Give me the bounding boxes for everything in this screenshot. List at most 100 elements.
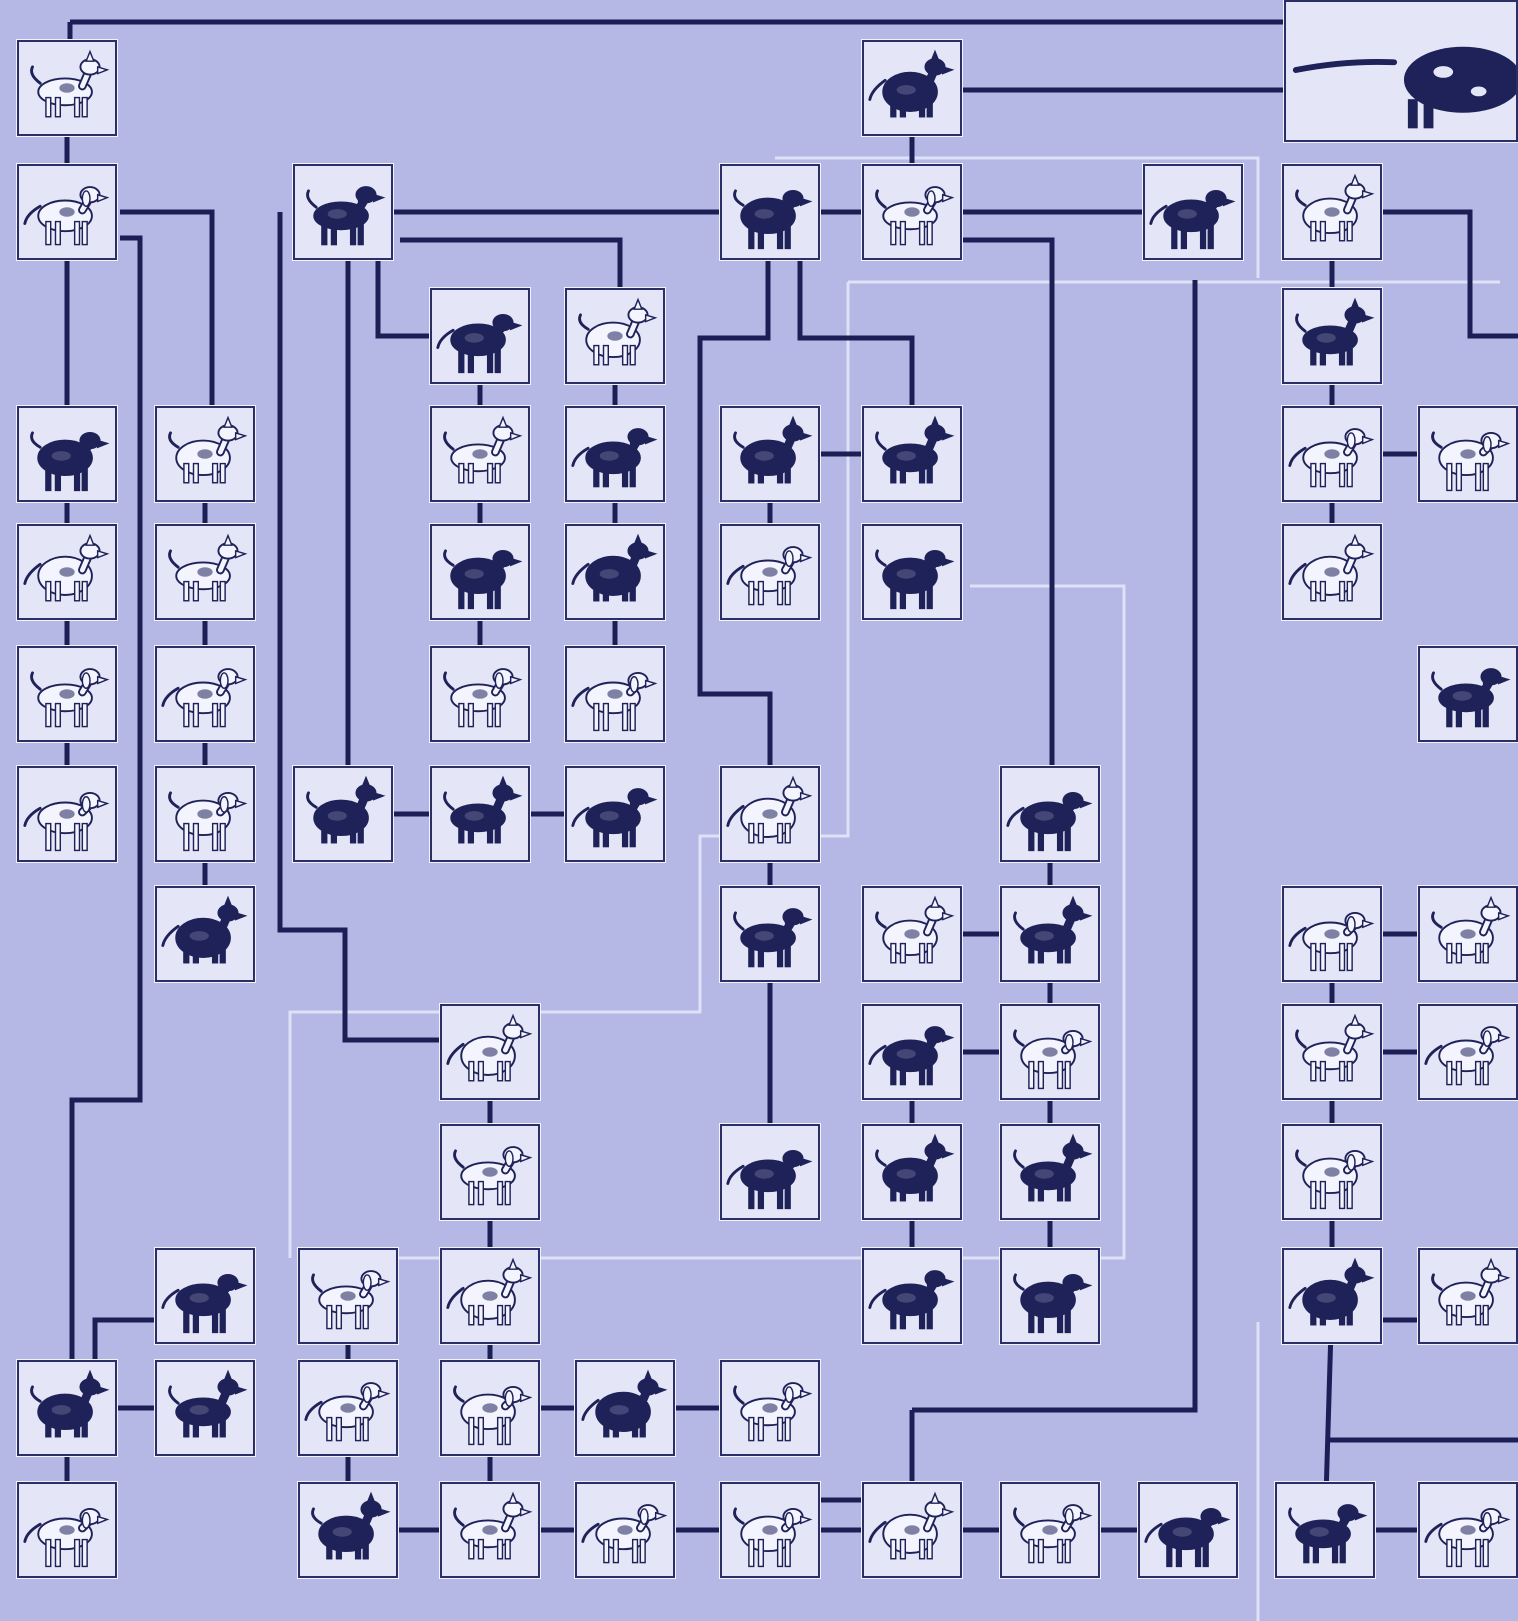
ancestor-animal-icon bbox=[1286, 2, 1516, 140]
breed-card bbox=[16, 163, 118, 261]
breed-card bbox=[16, 765, 118, 863]
pointer-dog-icon bbox=[157, 526, 253, 618]
pinscher-dog-icon bbox=[577, 1362, 673, 1454]
breed-card bbox=[154, 523, 256, 621]
setter-dog-icon bbox=[864, 888, 960, 980]
bulldog-icon bbox=[567, 290, 663, 382]
pointer-dog-icon bbox=[157, 648, 253, 740]
breed-card bbox=[719, 163, 821, 261]
connector-line bbox=[912, 280, 1198, 1413]
breed-card bbox=[861, 1481, 963, 1579]
breed-card bbox=[719, 885, 821, 983]
shepherd-dog-icon bbox=[722, 888, 818, 980]
breed-card bbox=[16, 645, 118, 743]
setter-dog-icon bbox=[722, 166, 818, 258]
breed-card bbox=[1142, 163, 1244, 261]
connector-line bbox=[277, 212, 490, 1043]
corgi-dog-icon bbox=[1284, 166, 1380, 258]
pointer-dog-icon bbox=[432, 408, 528, 500]
breed-card bbox=[1283, 0, 1518, 143]
breed-card bbox=[719, 523, 821, 621]
breed-card bbox=[861, 39, 963, 137]
pomeranian-dog-icon bbox=[157, 1250, 253, 1342]
pekingese-icon bbox=[442, 1484, 538, 1576]
breed-card bbox=[861, 885, 963, 983]
breed-card bbox=[429, 645, 531, 743]
setter-dog-icon bbox=[1002, 888, 1098, 980]
setter-dog-icon bbox=[864, 1006, 960, 1098]
spaniel-dog-icon bbox=[1284, 888, 1380, 980]
wolf-icon bbox=[19, 166, 115, 258]
breed-card bbox=[999, 885, 1101, 983]
breed-card bbox=[16, 1359, 118, 1457]
bulldog-icon bbox=[1420, 888, 1516, 980]
breed-card bbox=[999, 1123, 1101, 1221]
breed-card bbox=[429, 523, 531, 621]
pointer-dog-icon bbox=[1284, 408, 1380, 500]
toy-spaniel-icon bbox=[1284, 1250, 1380, 1342]
breed-card bbox=[861, 1003, 963, 1101]
breed-card bbox=[1281, 1247, 1383, 1345]
greyhound-dog-icon bbox=[157, 408, 253, 500]
wolf-icon bbox=[19, 42, 115, 134]
husky-dog-icon bbox=[722, 408, 818, 500]
pointer-dog-icon bbox=[1420, 408, 1516, 500]
breed-card bbox=[999, 765, 1101, 863]
breed-card bbox=[154, 885, 256, 983]
breed-card bbox=[564, 523, 666, 621]
connector-line bbox=[962, 237, 1055, 816]
terrier-dog-icon bbox=[1002, 1484, 1098, 1576]
breed-card bbox=[1281, 523, 1383, 621]
breed-card bbox=[154, 1359, 256, 1457]
breed-card bbox=[1137, 1481, 1239, 1579]
breed-card bbox=[1281, 163, 1383, 261]
husky-dog-icon bbox=[432, 290, 528, 382]
samoyed-dog-icon bbox=[442, 1006, 538, 1098]
breed-card bbox=[999, 1481, 1101, 1579]
pug-dog-icon bbox=[1284, 1006, 1380, 1098]
breed-card bbox=[154, 645, 256, 743]
retriever-dog-icon bbox=[432, 526, 528, 618]
shepherd-dog-icon bbox=[442, 1126, 538, 1218]
shepherd-dog-icon bbox=[1002, 768, 1098, 860]
terrier-dog-icon bbox=[1002, 1250, 1098, 1342]
chow-dog-icon bbox=[300, 1250, 396, 1342]
breed-card bbox=[564, 765, 666, 863]
breed-card bbox=[154, 1247, 256, 1345]
connector-line bbox=[120, 209, 215, 460]
mastiff-dog-icon bbox=[432, 768, 528, 860]
breed-card bbox=[1281, 885, 1383, 983]
breed-card bbox=[861, 163, 963, 261]
terrier-dog-icon bbox=[1420, 1250, 1516, 1342]
breed-card bbox=[1281, 1123, 1383, 1221]
breed-card bbox=[719, 405, 821, 503]
poodle-icon bbox=[864, 166, 960, 258]
lion-dog-icon bbox=[864, 1126, 960, 1218]
spitz-dog-icon bbox=[19, 768, 115, 860]
papillon-dog-icon bbox=[864, 1484, 960, 1576]
poodle-icon bbox=[1284, 290, 1380, 382]
breed-card bbox=[16, 1481, 118, 1579]
breed-card bbox=[439, 1247, 541, 1345]
breed-card bbox=[439, 1359, 541, 1457]
spaniel-dog-icon bbox=[1140, 1484, 1236, 1576]
wild-dog-icon bbox=[19, 408, 115, 500]
setter-dog-icon bbox=[567, 768, 663, 860]
breed-card bbox=[1281, 1003, 1383, 1101]
japanese-chin-icon bbox=[1277, 1484, 1373, 1576]
breed-card bbox=[999, 1247, 1101, 1345]
chow-dog-icon bbox=[1002, 1126, 1098, 1218]
greyhound-dog-icon bbox=[1284, 526, 1380, 618]
hound-dog-icon bbox=[19, 648, 115, 740]
italian-greyhound-icon bbox=[722, 1484, 818, 1576]
breed-card bbox=[154, 405, 256, 503]
pointer-dog-icon bbox=[300, 1362, 396, 1454]
breed-card bbox=[719, 1359, 821, 1457]
breed-card bbox=[564, 287, 666, 385]
breed-card bbox=[429, 765, 531, 863]
terrier-dog-icon bbox=[567, 648, 663, 740]
connector-line bbox=[69, 235, 143, 1410]
poodle-icon bbox=[567, 526, 663, 618]
breed-card bbox=[297, 1359, 399, 1457]
